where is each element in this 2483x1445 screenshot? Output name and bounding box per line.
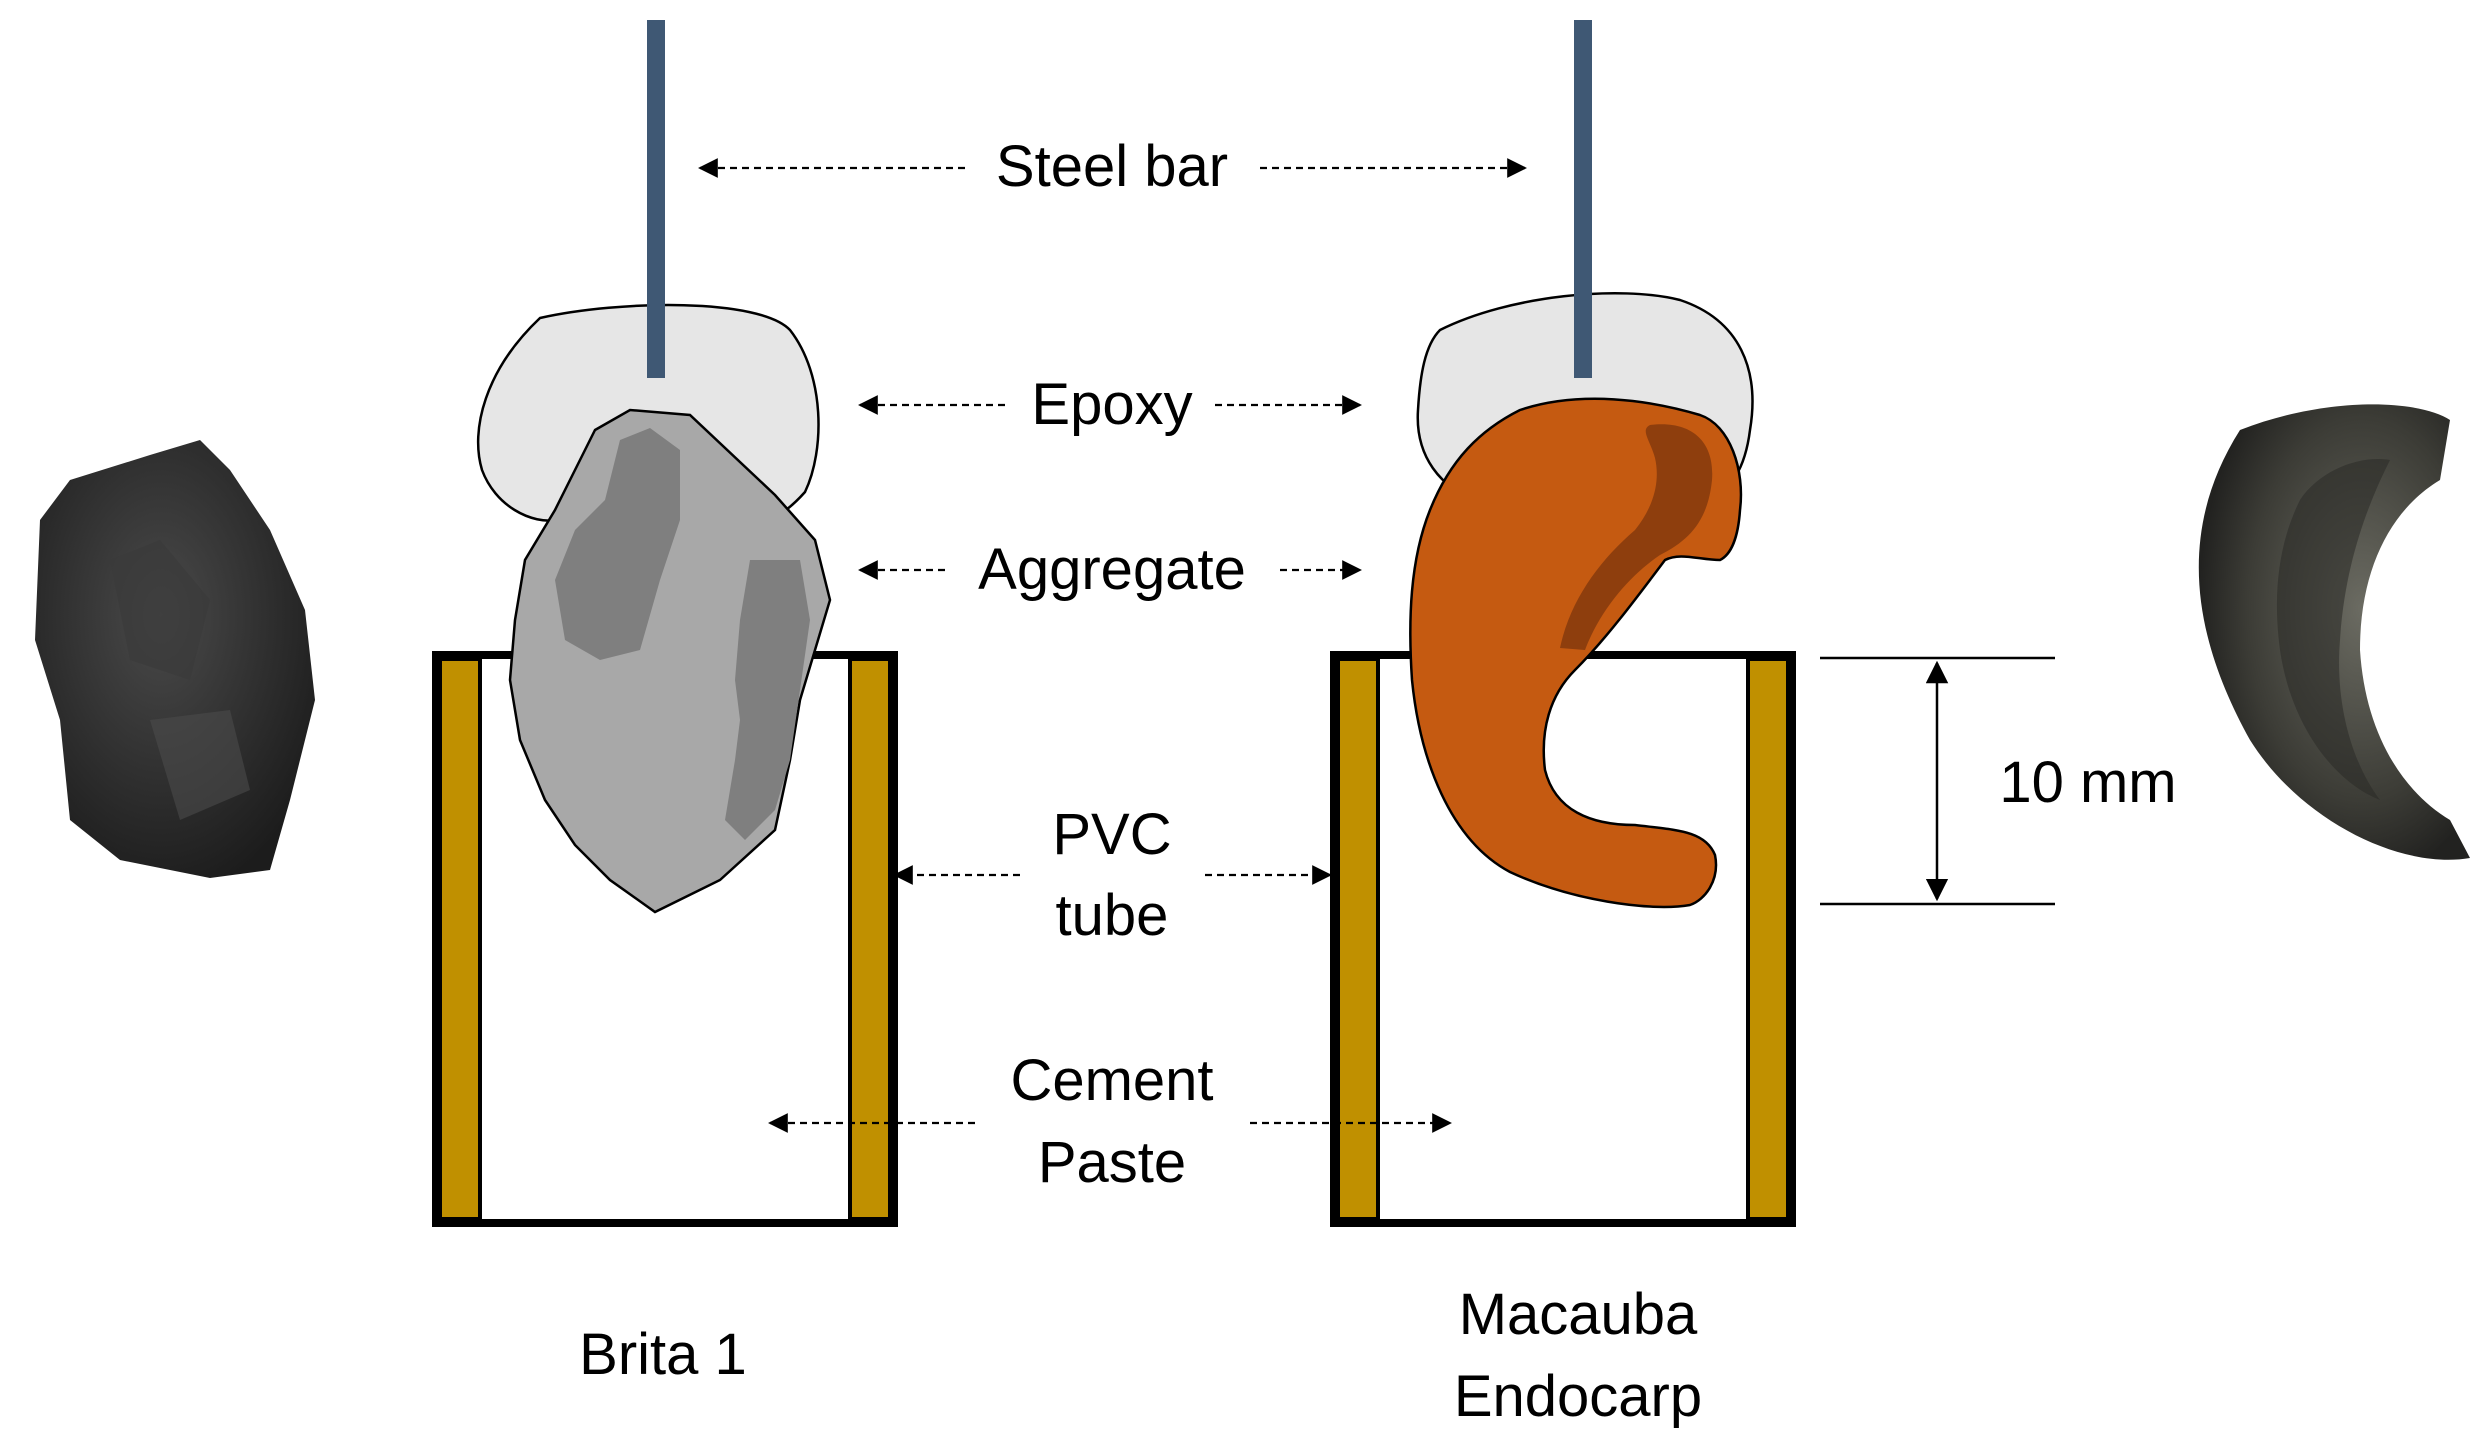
label-right-sample-line1: Macauba bbox=[1459, 1282, 1698, 1347]
pvc-tube-right bbox=[1330, 651, 1796, 1227]
label-right-sample-line2: Endocarp bbox=[1454, 1364, 1702, 1429]
left-specimen bbox=[432, 20, 898, 1227]
label-paste: Paste bbox=[1038, 1130, 1186, 1195]
callout-arrows bbox=[698, 158, 1527, 1133]
right-specimen bbox=[1330, 20, 1796, 1227]
steel-bar-right bbox=[1574, 20, 1592, 378]
brita-rock-photo bbox=[35, 440, 315, 878]
label-left-sample: Brita 1 bbox=[579, 1322, 747, 1387]
macauba-endocarp-photo bbox=[2198, 404, 2470, 860]
pvc-wall-right-inner bbox=[1746, 657, 1790, 1221]
pvc-wall-right-outer bbox=[1336, 657, 1380, 1221]
steel-bar-left bbox=[647, 20, 665, 378]
label-tube: tube bbox=[1056, 883, 1169, 948]
label-dimension: 10 mm bbox=[1999, 750, 2176, 815]
label-epoxy: Epoxy bbox=[1031, 372, 1192, 437]
label-pvc: PVC bbox=[1052, 802, 1171, 867]
dimension-mark bbox=[1820, 656, 2055, 906]
pvc-wall-left-inner bbox=[848, 657, 892, 1221]
label-aggregate: Aggregate bbox=[978, 537, 1246, 602]
pvc-wall-left-outer bbox=[438, 657, 482, 1221]
label-cement: Cement bbox=[1010, 1048, 1213, 1113]
label-steel-bar: Steel bar bbox=[996, 134, 1228, 199]
